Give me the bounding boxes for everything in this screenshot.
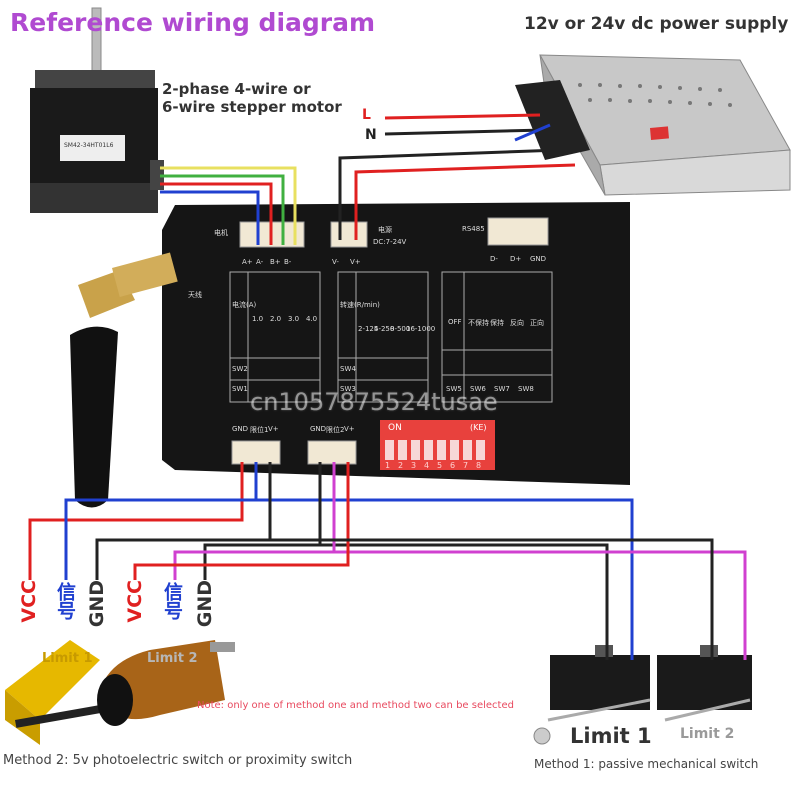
current-row-2: 2.0: [270, 315, 282, 323]
controller-board: [162, 202, 630, 485]
mode-row-2: 不保持: [468, 319, 489, 327]
method1-caption: Method 1: passive mechanical switch: [534, 757, 759, 771]
current-row-3: 3.0: [288, 315, 300, 323]
vcc-label-2: VCC: [124, 580, 146, 623]
selection-note: Note: only one of method one and method …: [197, 700, 514, 711]
photo-limit2-label: Limit 2: [147, 651, 198, 666]
motor-label-line1: 2-phase 4-wire or: [162, 80, 311, 98]
dip-number: 2: [398, 461, 404, 470]
limit-wires: [28, 462, 747, 660]
neutral-label: N: [365, 127, 377, 143]
motor-model-text: SM42-34HT01L6: [64, 142, 114, 149]
mech-limit1-label: Limit 1: [570, 724, 652, 748]
terminal-a-plus: A+: [242, 258, 253, 266]
photo-limit1-label: Limit 1: [42, 651, 93, 666]
mode-row-1: OFF: [448, 318, 462, 326]
terminal-gnd: GND: [530, 255, 547, 263]
mode-row-4: 反向: [510, 319, 524, 327]
limit2-gnd-label: GND: [310, 425, 327, 433]
gnd-label-1: GND: [86, 580, 108, 628]
vcc-label-1: VCC: [18, 580, 40, 623]
current-sw1: SW1: [232, 385, 248, 393]
dip-number-row: 1 2 3 4 5 6 7 8: [385, 461, 495, 470]
dip-number: 4: [424, 461, 430, 470]
current-row-4: 4.0: [306, 315, 318, 323]
terminal-d-minus: D-: [490, 255, 498, 263]
antenna: [70, 252, 178, 508]
mode-sw7: SW7: [494, 385, 510, 393]
limit2-vplus-label: V+: [344, 425, 355, 433]
terminal-v-minus: V-: [332, 258, 339, 266]
limit1-signal-label: 限位1: [250, 426, 269, 434]
speed-sw3: SW3: [340, 385, 356, 393]
mech-limit2-label: Limit 2: [680, 726, 735, 742]
power-supply-label: 12v or 24v dc power supply: [524, 14, 789, 34]
speed-sw4: SW4: [340, 365, 356, 373]
mechanical-switch-2: [657, 645, 752, 722]
mechanical-switch-1: [533, 645, 651, 745]
power-wires: [338, 113, 576, 240]
terminal-a-minus: A-: [256, 258, 264, 266]
speed-table-header: 转速(R/min): [340, 301, 380, 309]
dip-number: 7: [463, 461, 469, 470]
mode-row-5: 正向: [530, 319, 544, 327]
square-proximity-sensor: [5, 640, 106, 745]
current-row-1: 1.0: [252, 315, 264, 323]
terminal-v-plus: V+: [350, 258, 361, 266]
current-table-header: 电流(A): [232, 301, 257, 309]
speed-row-2: 4-250: [374, 325, 395, 333]
dip-number: 8: [476, 461, 482, 470]
mode-sw8: SW8: [518, 385, 534, 393]
speed-row-4: 16-1000: [406, 325, 436, 333]
limit1-vplus-label: V+: [268, 425, 279, 433]
power-header: DC:7-24V: [373, 238, 407, 246]
watermark: cn1057875524tusae: [250, 388, 498, 416]
current-sw2: SW2: [232, 365, 248, 373]
motor-wires: [160, 166, 297, 245]
speed-row-3: 8-500: [390, 325, 411, 333]
motor-label: 2-phase 4-wire or 6-wire stepper motor: [162, 80, 342, 116]
terminal-b-plus: B+: [270, 258, 281, 266]
speed-row-1: 2-125: [358, 325, 379, 333]
antenna-label: 天线: [188, 291, 202, 299]
power-supply-unit: [515, 54, 791, 196]
motor-header: 电机: [214, 229, 228, 237]
limit2-signal-label: 限位2: [326, 426, 345, 434]
dip-code-label: (KE): [470, 423, 487, 432]
signal-label-2: 信号: [161, 582, 183, 620]
dip-number: 3: [411, 461, 417, 470]
dip-number: 5: [437, 461, 443, 470]
cylindrical-photo-sensor: [97, 640, 235, 726]
mode-sw5: SW5: [446, 385, 462, 393]
power-cn-label: 电源: [378, 226, 392, 234]
gnd-label-2: GND: [194, 580, 216, 628]
motor-label-line2: 6-wire stepper motor: [162, 98, 342, 116]
dip-number: 6: [450, 461, 456, 470]
limit1-gnd-label: GND: [232, 425, 249, 433]
line-label: L: [362, 107, 371, 123]
signal-label-1: 信号: [54, 582, 76, 620]
method2-caption: Method 2: 5v photoelectric switch or pro…: [3, 753, 353, 768]
dip-number: 1: [385, 461, 391, 470]
dip-on-label: ON: [388, 423, 402, 433]
stepper-motor: [30, 7, 164, 213]
terminal-d-plus: D+: [510, 255, 522, 263]
terminal-b-minus: B-: [284, 258, 292, 266]
rs485-label: RS485: [462, 225, 485, 233]
mode-row-3: 保持: [490, 319, 504, 327]
diagram-title: Reference wiring diagram: [10, 8, 376, 37]
mode-sw6: SW6: [470, 385, 486, 393]
